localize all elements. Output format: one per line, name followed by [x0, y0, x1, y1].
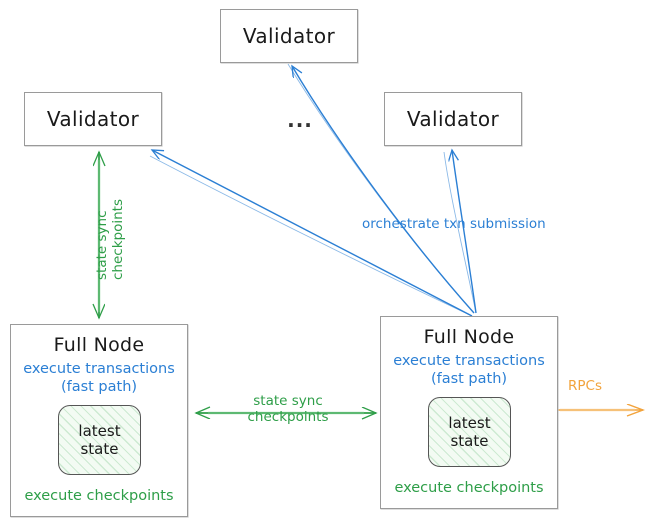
node-validator-left[interactable]: Validator — [24, 92, 162, 146]
validator-right-label: Validator — [406, 107, 500, 131]
validators-ellipsis: ... — [287, 108, 313, 132]
node-validator-top[interactable]: Validator — [220, 9, 358, 63]
node-full-node-right[interactable]: Full Node execute transactions (fast path… — [380, 316, 558, 509]
full-node-left-blue-text: execute transactions (fast path) — [11, 360, 187, 396]
node-full-node-left[interactable]: Full Node execute transactions (fast path… — [10, 324, 188, 517]
full-node-left-green-footer: execute checkpoints — [24, 488, 174, 504]
full-node-left-title: Full Node — [53, 334, 145, 356]
latest-state-right-line2: state — [450, 432, 489, 450]
edge-fullnode-to-validator-left — [149, 150, 473, 317]
full-node-right-green-footer: execute checkpoints — [394, 480, 544, 496]
latest-state-left-line1: latest — [78, 422, 121, 440]
full-node-right-title: Full Node — [423, 326, 515, 348]
edge-label-orchestrate: orchestrate txn submission — [362, 216, 546, 232]
validator-left-label: Validator — [46, 107, 140, 131]
latest-state-left-line2: state — [80, 440, 119, 458]
validator-top-label: Validator — [242, 24, 336, 48]
full-node-right-blue-line1: execute transactions — [393, 353, 545, 369]
full-node-right-blue-line2: (fast path) — [430, 371, 508, 387]
full-node-left-blue-line1: execute transactions — [23, 361, 175, 377]
node-validator-right[interactable]: Validator — [384, 92, 522, 146]
state-sync-horizontal-line2: checkpoints — [247, 409, 329, 425]
full-node-left-blue-line2: (fast path) — [60, 379, 138, 395]
latest-state-right-line1: latest — [448, 414, 491, 432]
full-node-right-blue-text: execute transactions (fast path) — [381, 352, 557, 388]
state-sync-vertical-line1: state sync — [94, 210, 110, 281]
edge-label-rpcs: RPCs — [568, 378, 602, 394]
state-sync-horizontal-line1: state sync — [253, 393, 323, 409]
state-sync-vertical-line2: checkpoints — [110, 199, 126, 280]
